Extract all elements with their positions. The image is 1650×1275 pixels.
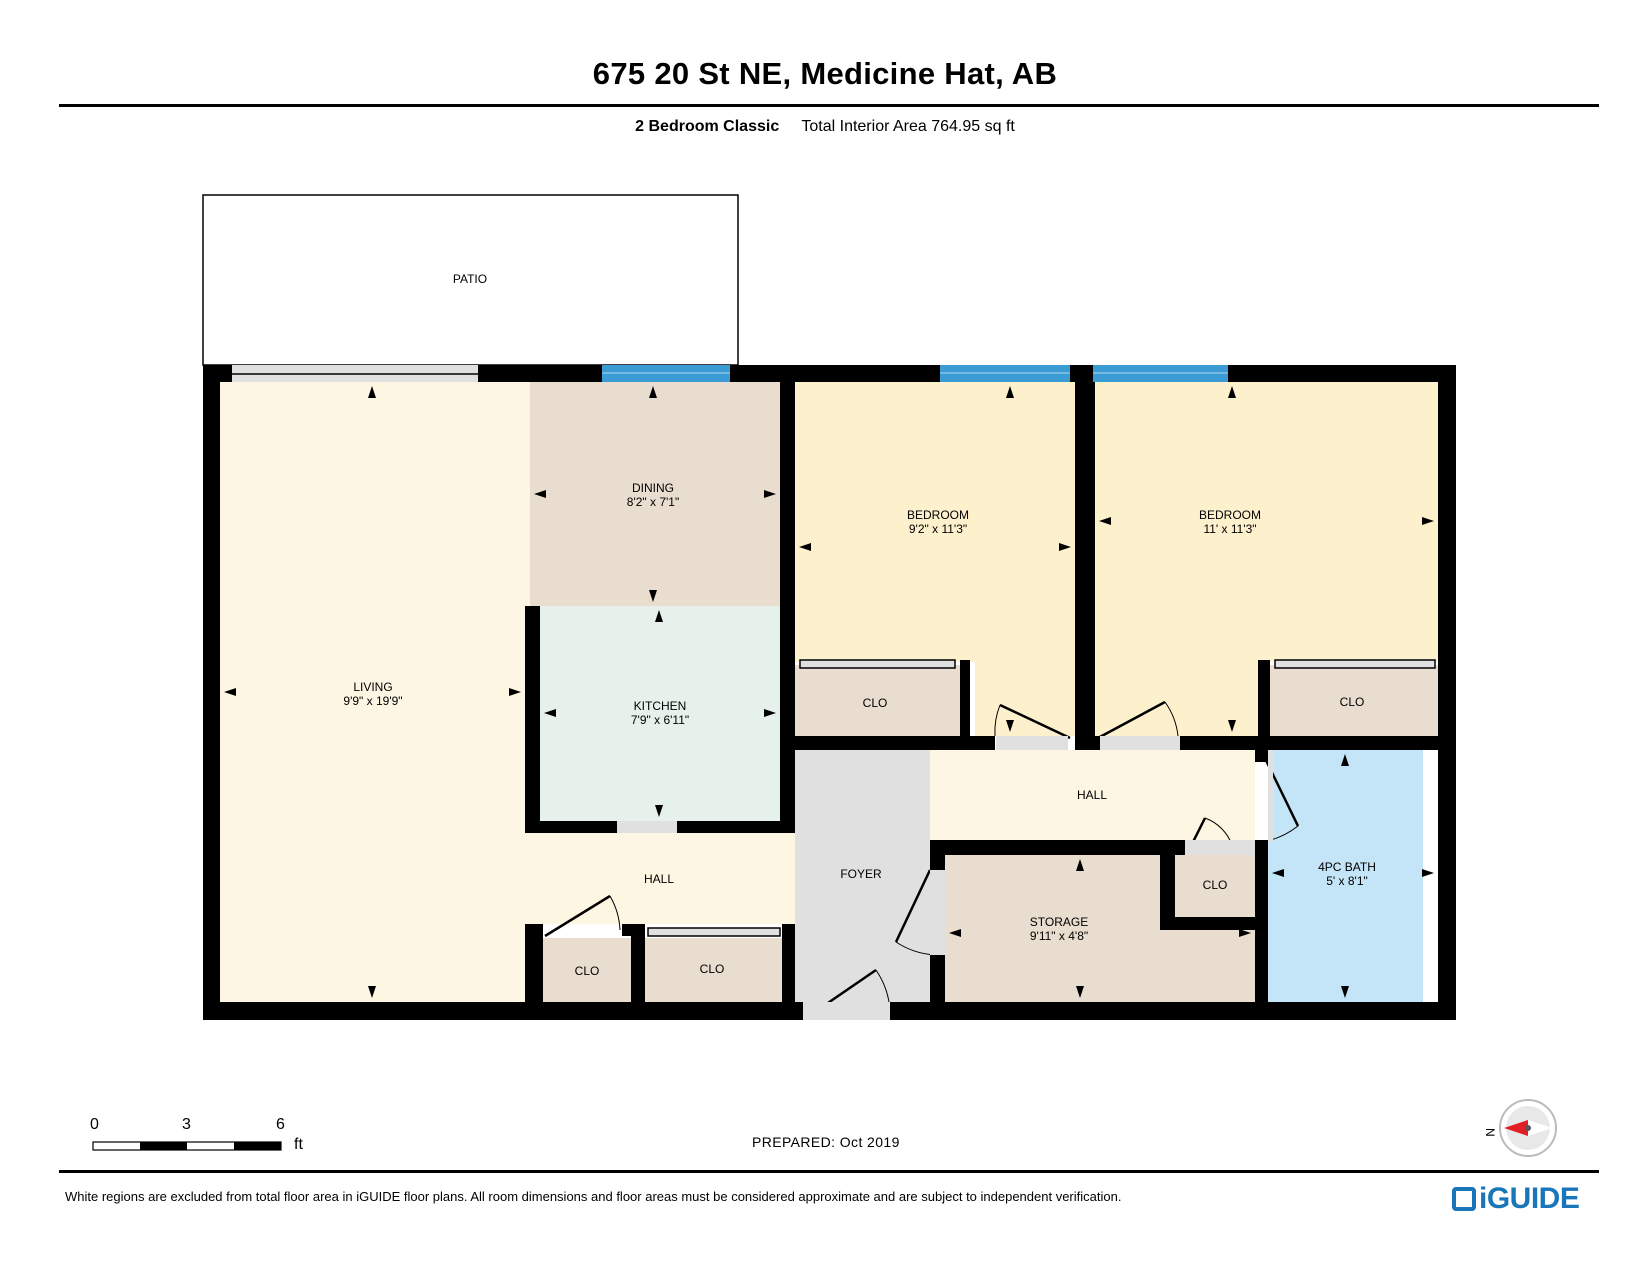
closet-hall-b-label: CLO (700, 962, 725, 976)
hall-lower (530, 832, 795, 924)
living-label: LIVING (353, 680, 392, 694)
kitchen (540, 606, 780, 821)
walls (203, 365, 1456, 1020)
storage-label: STORAGE (1030, 915, 1088, 929)
kitchen-label: KITCHEN (634, 699, 687, 713)
closet-bedroom-2 (1270, 665, 1438, 736)
scale-bar (92, 1141, 282, 1151)
bedroom-1-label: BEDROOM (907, 508, 969, 522)
iguide-logo: iGUIDE (1452, 1182, 1580, 1216)
closet-bedroom-2-label: CLO (1340, 695, 1365, 709)
footer-divider (59, 1170, 1599, 1173)
iguide-logo-icon (1452, 1187, 1476, 1211)
scale-tick-6: 6 (276, 1116, 285, 1133)
patio-area (202, 194, 739, 366)
foyer (795, 750, 930, 1020)
dining-label: DINING (632, 481, 674, 495)
bath-label: 4PC BATH (1318, 860, 1376, 874)
closet-bedroom-1 (795, 665, 960, 736)
storage-dims: 9'11" x 4'8" (1030, 929, 1088, 943)
bedroom-2 (1095, 382, 1438, 662)
dining-dims: 8'2" x 7'1" (627, 495, 679, 509)
page-title: 675 20 St NE, Medicine Hat, AB (592, 56, 1058, 91)
header-divider (59, 104, 1599, 107)
logo-text: iGUIDE (1479, 1182, 1580, 1215)
living-dims: 9'9" x 19'9" (343, 694, 402, 708)
compass-icon: N (1483, 1099, 1557, 1157)
foyer-label: FOYER (840, 867, 882, 881)
room-labels: PATIO DINING 8'2" x 7'1" LIVING 9'9" x 1… (343, 272, 1375, 978)
closet-hall-a-label: CLO (575, 964, 600, 978)
bath (1268, 750, 1423, 1002)
living-room (220, 382, 530, 1002)
plan-name: 2 Bedroom Classic (635, 118, 780, 135)
dimension-arrows (224, 386, 1434, 998)
total-area: Total Interior Area 764.95 sq ft (801, 118, 1015, 135)
closet-storage-label: CLO (1203, 878, 1228, 892)
closet-hall-b (645, 938, 782, 1002)
hall-lower-label: HALL (644, 872, 674, 886)
prepared-date: PREPARED: Oct 2019 (752, 1134, 900, 1150)
plan-subtitle: 2 Bedroom Classic Total Interior Area 76… (0, 118, 1650, 136)
bedroom-1-dims: 9'2" x 11'3" (909, 522, 967, 536)
dining-room (530, 382, 780, 606)
bath-dims: 5' x 8'1" (1326, 874, 1368, 888)
scale-unit: ft (294, 1136, 303, 1153)
closet-bedroom-1-label: CLO (863, 696, 888, 710)
scale-tick-3: 3 (182, 1116, 191, 1133)
bedroom-2-dims: 11' x 11'3" (1203, 522, 1256, 536)
hall-upper-label: HALL (1077, 788, 1107, 802)
bedroom-1-fill-lower (975, 662, 1080, 736)
scale-tick-0: 0 (90, 1116, 99, 1133)
closet-storage (1175, 855, 1255, 917)
bedroom-1 (795, 382, 1080, 662)
compass-north-label: N (1483, 1128, 1497, 1137)
patio-label: PATIO (453, 272, 487, 286)
bedroom-2-label: BEDROOM (1199, 508, 1261, 522)
closet-hall-a (543, 938, 631, 1002)
disclaimer: White regions are excluded from total fl… (65, 1189, 1122, 1204)
kitchen-dims: 7'9" x 6'11" (631, 713, 689, 727)
